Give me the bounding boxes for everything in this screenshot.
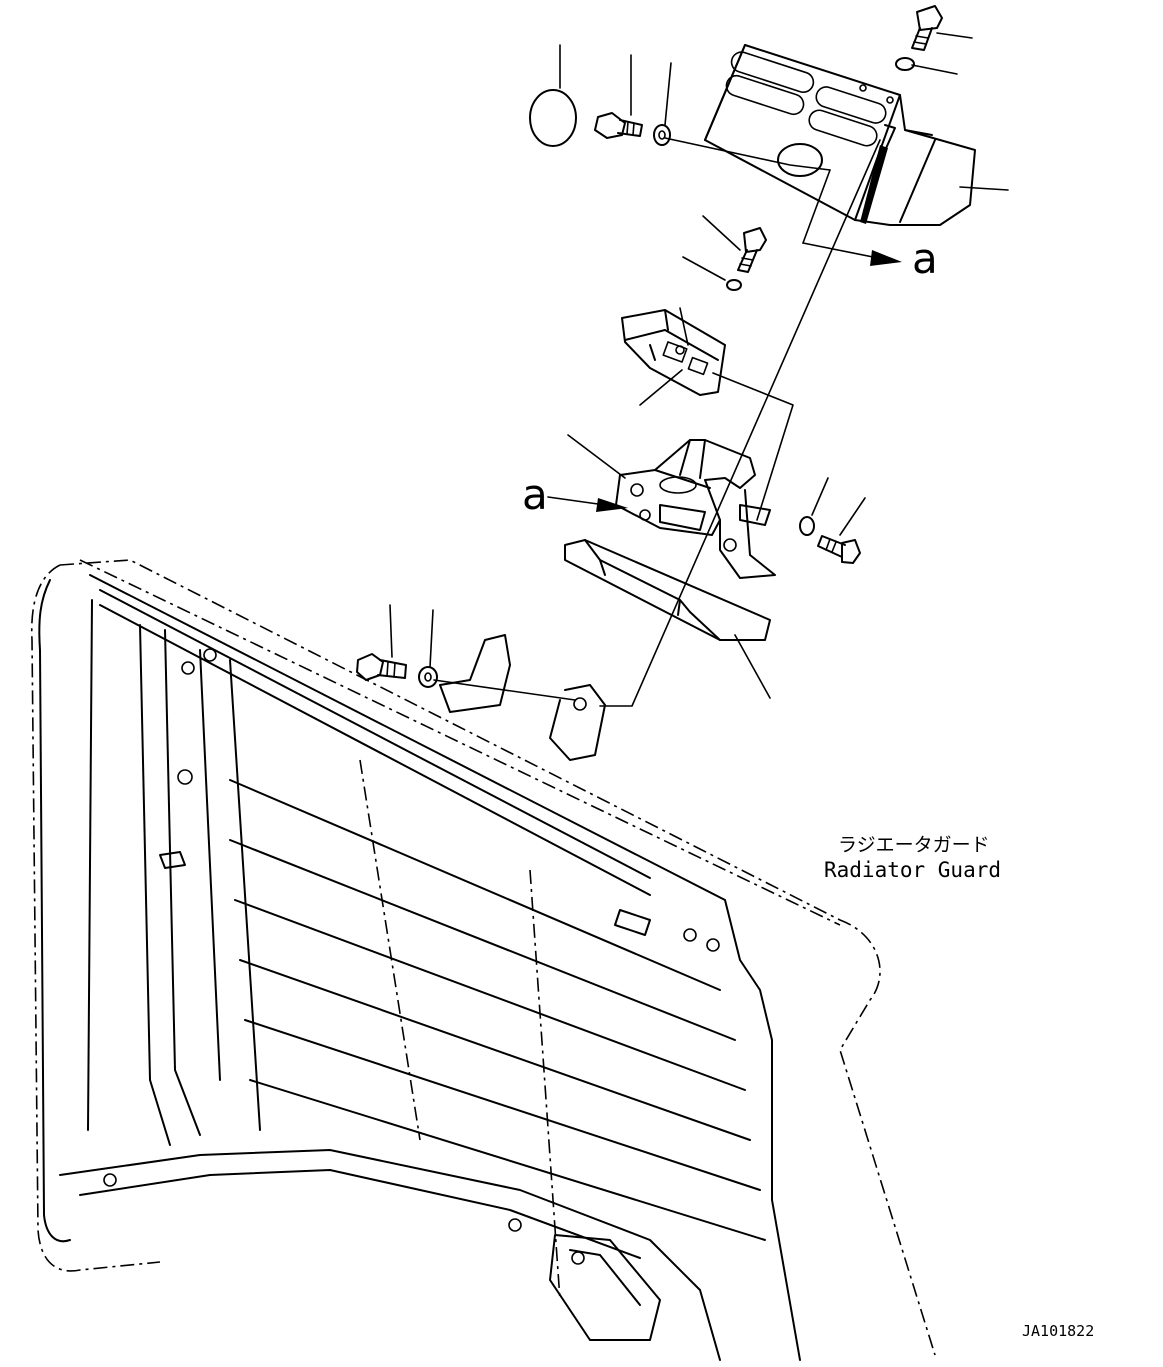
bolt-head bbox=[594, 112, 626, 139]
lamp-body bbox=[621, 309, 726, 396]
leader-lines bbox=[389, 32, 1009, 707]
part-name-japanese: ラジエータガード bbox=[838, 834, 990, 856]
part-name-english: Radiator Guard bbox=[824, 858, 1001, 882]
rubber-pad bbox=[564, 539, 771, 641]
drawing-id: JA101822 bbox=[1022, 1322, 1094, 1340]
radiator-guard bbox=[30, 559, 936, 1361]
mounting-bracket bbox=[615, 439, 776, 579]
lamp-cover bbox=[704, 44, 976, 226]
fasteners bbox=[356, 5, 943, 688]
view-marker-upper: a bbox=[912, 234, 938, 283]
view-marker-lower: a bbox=[522, 470, 548, 519]
cap bbox=[529, 89, 577, 147]
